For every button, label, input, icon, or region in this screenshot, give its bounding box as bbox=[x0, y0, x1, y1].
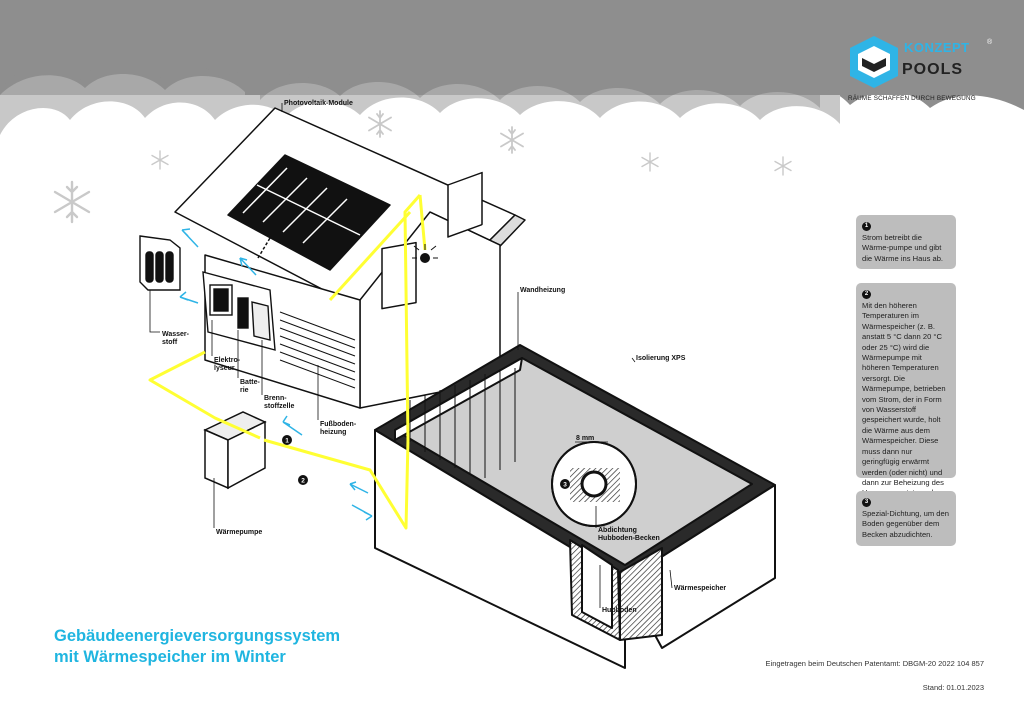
label-battery-1: Batte- bbox=[240, 379, 261, 386]
svg-text:1: 1 bbox=[285, 438, 289, 445]
label-insulation: Isolierung XPS bbox=[636, 355, 686, 362]
marker-2: 2 bbox=[298, 475, 308, 485]
label-electrolyser-1: Elektro- bbox=[214, 357, 241, 364]
logo-tagline: RÄUME SCHAFFEN DURCH BEWEGUNG bbox=[848, 95, 976, 102]
patent-note: Eingetragen beim Deutschen Patentamt: DB… bbox=[765, 659, 984, 668]
label-heatstorage: Wärmespeicher bbox=[674, 585, 726, 592]
label-hydrogen-2: stoff bbox=[162, 339, 178, 346]
logo-name-bottom: POOLS bbox=[902, 61, 964, 78]
svg-text:2: 2 bbox=[301, 478, 305, 485]
info-number-3: 3 bbox=[862, 498, 871, 507]
info-text-3: Spezial-Dichtung, um den Boden gegenüber… bbox=[862, 509, 949, 539]
lamp-icon bbox=[412, 244, 438, 263]
logo-registered: ® bbox=[987, 39, 993, 46]
solar-panels bbox=[227, 154, 391, 271]
label-floorheating-1: Fußboden- bbox=[320, 421, 357, 428]
pool-with-heat-storage bbox=[374, 344, 776, 669]
info-number-1: 1 bbox=[862, 222, 871, 231]
info-text-1: Strom betreibt die Wärme-pumpe und gibt … bbox=[862, 233, 944, 263]
info-number-2: 2 bbox=[862, 290, 871, 299]
label-seal-2: Hubboden-Becken bbox=[598, 535, 660, 542]
label-wallheating: Wandheizung bbox=[520, 287, 565, 294]
svg-text:3: 3 bbox=[563, 482, 567, 489]
logo-mark-icon bbox=[850, 36, 898, 88]
label-seal-1: Abdichtung bbox=[598, 527, 637, 534]
snowflake-icons bbox=[53, 110, 792, 224]
info-text-2: Mit den höheren Temperaturen im Wärmespe… bbox=[862, 301, 946, 497]
date-note: Stand: 01.01.2023 bbox=[922, 683, 984, 692]
label-heatpump: Wärmepumpe bbox=[216, 529, 262, 536]
title-line-2: mit Wärmespeicher im Winter bbox=[54, 648, 286, 666]
label-gap: 8 mm bbox=[576, 435, 594, 442]
label-floorheating-2: heizung bbox=[320, 429, 346, 436]
leader-lines bbox=[149, 103, 673, 608]
marker-3: 3 bbox=[560, 479, 570, 489]
energy-storage-units bbox=[139, 235, 276, 351]
info-box-2: 2 Mit den höheren Temperaturen im Wärmes… bbox=[856, 283, 956, 497]
wall-heating-pipes bbox=[409, 368, 516, 478]
label-photovoltaic: Photovoltaik-Module bbox=[284, 100, 353, 107]
brand-logo: KONZEPT ® POOLS RÄUME SCHAFFEN DURCH BEW… bbox=[846, 30, 996, 110]
page-title: Gebäudeenergieversorgungssystem mit Wärm… bbox=[54, 626, 340, 668]
logo-name-top: KONZEPT bbox=[904, 40, 970, 55]
label-battery-2: rie bbox=[240, 387, 249, 394]
info-box-3: 3 Spezial-Dichtung, um den Boden gegenüb… bbox=[856, 491, 956, 546]
energy-flow-lines bbox=[148, 194, 427, 530]
info-box-1: 1 Strom betreibt die Wärme-pumpe und gib… bbox=[856, 215, 956, 269]
title-line-1: Gebäudeenergieversorgungssystem bbox=[54, 627, 341, 645]
detail-zoom-circle bbox=[551, 441, 637, 527]
label-fuelcell-1: Brenn- bbox=[264, 395, 287, 402]
label-hydrogen-1: Wasser- bbox=[162, 331, 190, 338]
marker-1: 1 bbox=[282, 435, 292, 445]
label-fuelcell-2: stoffzelle bbox=[264, 403, 294, 410]
label-liftfloor: Hubboden bbox=[602, 607, 637, 614]
flow-arrows bbox=[179, 228, 373, 521]
heat-pump-unit bbox=[203, 411, 267, 490]
floor-heating-pipes bbox=[279, 311, 356, 389]
label-electrolyser-2: lyseur bbox=[214, 365, 235, 372]
